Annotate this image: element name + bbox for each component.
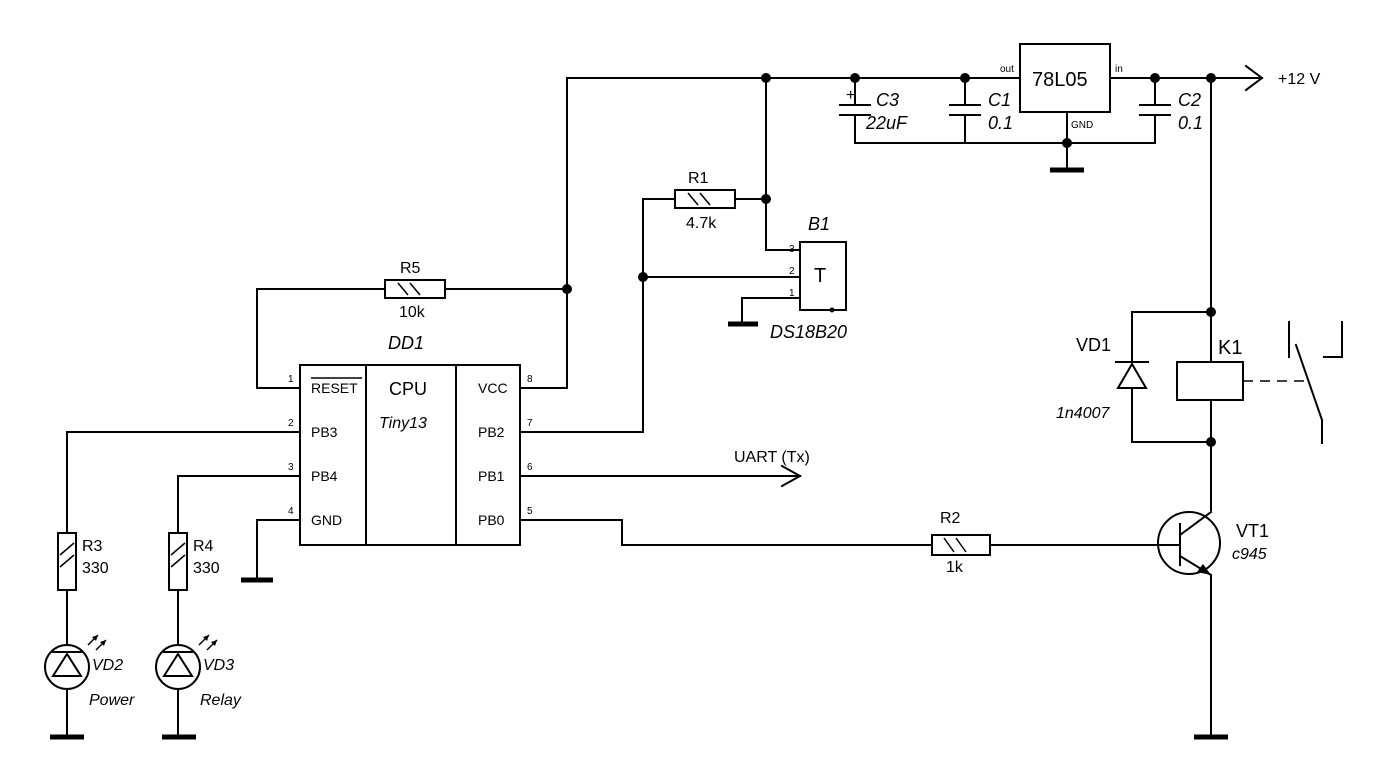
sensor-ds18b20: T B1 DS18B20 3 2 1 (770, 214, 847, 342)
sensor-part: DS18B20 (770, 322, 847, 342)
mcu-part: Tiny13 (379, 415, 427, 432)
led-vd2: VD2 Power (44, 634, 135, 709)
mcu-pin-5-name: PB0 (478, 512, 505, 528)
resistor-r2: R2 1k (931, 510, 991, 576)
mcu-pin-4-num: 4 (288, 506, 294, 517)
capacitor-c3-polarity: + (846, 87, 855, 104)
mcu-pin-8-name: VCC (478, 380, 508, 396)
mcu-pin-5-num: 5 (527, 506, 533, 517)
resistor-r4-ref: R4 (193, 538, 214, 555)
resistor-r3-ref: R3 (82, 538, 103, 555)
resistor-r2-ref: R2 (940, 510, 961, 527)
ground-symbols (50, 167, 1228, 740)
sensor-symbol: T (814, 265, 826, 287)
mcu-tiny13: DD1 CPU Tiny13 1 RESET 2 PB3 3 PB4 4 GND… (288, 333, 533, 546)
led-vd2-ref: VD2 (92, 657, 123, 674)
resistor-r4-value: 330 (193, 560, 220, 577)
resistor-r1-ref: R1 (688, 170, 709, 187)
diode-ref: VD1 (1076, 335, 1111, 355)
capacitor-c1-value: 0.1 (988, 113, 1013, 133)
resistor-r2-value: 1k (946, 559, 964, 576)
supply-label: +12 V (1278, 71, 1321, 88)
relay-ref: K1 (1218, 337, 1242, 359)
diode-vd1: VD1 1n4007 (1056, 335, 1149, 422)
regulator-pin-in: in (1115, 64, 1123, 75)
regulator-pin-out: out (1000, 64, 1014, 75)
mcu-pin-2-num: 2 (288, 418, 294, 429)
led-vd3-ref: VD3 (203, 657, 234, 674)
resistor-r1-value: 4.7k (686, 215, 717, 232)
transistor-ref: VT1 (1236, 521, 1269, 541)
resistor-r3-value: 330 (82, 560, 109, 577)
led-vd3-caption: Relay (200, 692, 242, 709)
mcu-pin-7-name: PB2 (478, 424, 505, 440)
sensor-pin-2: 2 (789, 266, 795, 277)
led-vd2-caption: Power (89, 692, 135, 709)
sensor-pin-3: 3 (789, 244, 795, 255)
resistor-r5-value: 10k (399, 304, 426, 321)
uart-arrow: UART (Tx) (734, 449, 810, 488)
sensor-pin-1: 1 (789, 288, 795, 299)
capacitor-c2-ref: C2 (1178, 90, 1201, 110)
capacitor-c3: + C3 22uF (839, 87, 908, 133)
mcu-pin-3-num: 3 (288, 462, 294, 473)
mcu-pin-8-num: 8 (527, 374, 533, 385)
capacitor-c1-ref: C1 (988, 90, 1011, 110)
mcu-title: CPU (389, 379, 427, 399)
mcu-pin-7-num: 7 (527, 418, 533, 429)
relay-k1: K1 (1176, 321, 1343, 444)
capacitor-c2: C2 0.1 (1139, 90, 1203, 133)
mcu-pin-3-name: PB4 (311, 468, 338, 484)
transistor-vt1: VT1 c945 (1157, 510, 1269, 577)
mcu-pin-2-name: PB3 (311, 424, 338, 440)
mcu-pin-4-name: GND (311, 512, 342, 528)
sensor-ref: B1 (808, 214, 830, 234)
junction-dots (562, 73, 1216, 447)
capacitor-c2-value: 0.1 (1178, 113, 1203, 133)
capacitor-c3-value: 22uF (865, 113, 908, 133)
mcu-pin-1-num: 1 (288, 374, 294, 385)
resistor-r5-ref: R5 (400, 260, 421, 277)
diode-part: 1n4007 (1056, 405, 1110, 422)
uart-label: UART (Tx) (734, 449, 810, 466)
regulator-name: 78L05 (1032, 69, 1088, 91)
capacitor-c3-ref: C3 (876, 90, 899, 110)
mcu-pin-6-name: PB1 (478, 468, 505, 484)
mcu-ref: DD1 (388, 333, 424, 353)
wires (66, 77, 1263, 736)
regulator-78l05: 78L05 out in GND (1000, 43, 1123, 131)
mcu-pin-6-num: 6 (527, 462, 533, 473)
resistor-r5: R5 10k (384, 260, 446, 321)
resistor-r1: R1 4.7k (674, 170, 736, 232)
supply-arrow: +12 V (1210, 64, 1321, 92)
regulator-pin-gnd: GND (1071, 120, 1093, 131)
led-vd3: VD3 Relay (155, 634, 242, 709)
resistor-r3: R3 330 (57, 532, 109, 591)
capacitor-c1: C1 0.1 (949, 90, 1013, 133)
transistor-part: c945 (1232, 546, 1267, 563)
resistor-r4: R4 330 (168, 532, 220, 591)
mcu-pin-1-name: RESET (311, 380, 358, 396)
